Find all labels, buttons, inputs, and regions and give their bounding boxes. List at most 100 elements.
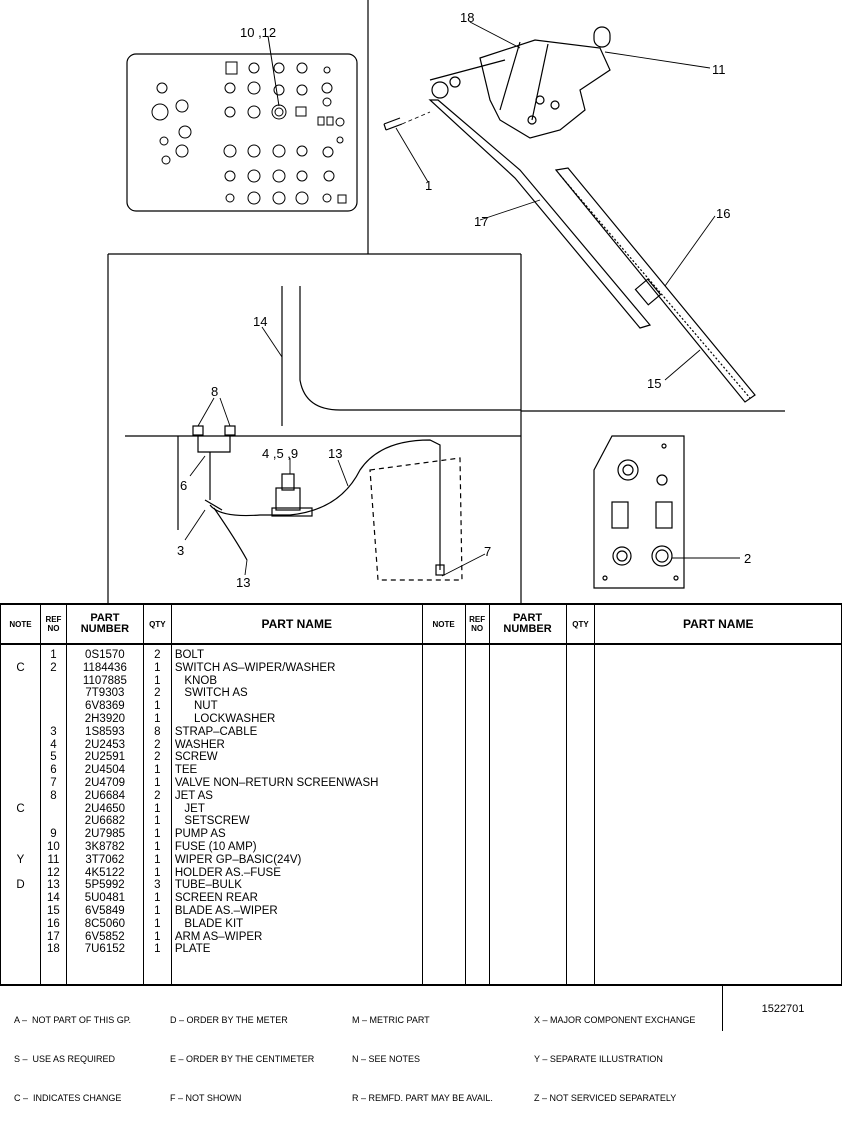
table-row-ref: 9: [50, 828, 57, 841]
callout-17: 17: [474, 214, 488, 229]
ref-column-right: [464, 644, 490, 984]
callout-3: 3: [177, 543, 184, 558]
callout-10-12: 10 ,12: [240, 25, 276, 40]
table-row-ref: 7: [50, 776, 57, 789]
table-row-pn: 5P5992: [85, 879, 125, 892]
table-row-qty: 1: [154, 904, 161, 917]
legend-item: D – ORDER BY THE METER: [170, 1015, 288, 1025]
table-row-note: C: [16, 661, 25, 674]
document-number: 1522701: [722, 986, 842, 1031]
table-row-qty: 1: [154, 802, 161, 815]
table-row-qty: 1: [154, 930, 161, 943]
table-row-note: [1, 726, 40, 739]
table-row-ref: 5: [50, 751, 57, 764]
table-row-qty: 2: [154, 687, 161, 700]
table-row-note: [1, 943, 40, 956]
table-row-note: [1, 867, 40, 880]
table-row-name: ARM AS–WIPER: [174, 930, 263, 943]
header-part-name: PART NAME: [170, 603, 423, 645]
table-row-qty: 1: [154, 866, 161, 879]
callout-2: 2: [744, 551, 751, 566]
table-row-note: [1, 739, 40, 752]
table-row-note: [1, 751, 40, 764]
table-row-qty: 1: [154, 764, 161, 777]
table-row-ref: 16: [47, 917, 60, 930]
legend-item: Y – SEPARATE ILLUSTRATION: [534, 1054, 663, 1064]
table-row-name: STRAP–CABLE: [174, 725, 258, 738]
table-row-ref: [41, 815, 66, 828]
table-row-name: FUSE (10 AMP): [174, 840, 257, 853]
table-row-pn: 4K5122: [85, 866, 125, 879]
callout-15: 15: [647, 376, 661, 391]
table-row-name: JET AS: [174, 789, 213, 802]
callout-7: 7: [484, 544, 491, 559]
callout-18: 18: [460, 10, 474, 25]
table-row-name: NUT: [174, 700, 218, 713]
table-row-pn: 1107885: [82, 674, 127, 687]
table-row-pn: 2U7985: [84, 828, 126, 841]
table-row-qty: 1: [154, 815, 161, 828]
qty-column-right: [565, 644, 596, 984]
table-row-pn: 2U2453: [84, 738, 126, 751]
legend-item: X – MAJOR COMPONENT EXCHANGE: [534, 1015, 696, 1025]
legend-item: A – NOT PART OF THIS GP.: [14, 1015, 132, 1025]
header-part-name-right: PART NAME: [594, 603, 842, 645]
table-row-note: [1, 918, 40, 931]
legend-item: R – REMFD. PART MAY BE AVAIL.: [352, 1093, 493, 1103]
legend-item: E – ORDER BY THE CENTIMETER: [170, 1054, 315, 1064]
table-row-qty: 1: [154, 943, 161, 956]
table-row-pn: 1S8593: [85, 725, 125, 738]
table-row-note: D: [16, 879, 25, 892]
fuse-panel-figure: [126, 35, 358, 212]
table-row-note: [1, 777, 40, 790]
table-row-ref: 15: [47, 904, 60, 917]
callout-11: 11: [712, 62, 726, 77]
table-row-name: SCREW: [174, 751, 218, 764]
table-row-pn: 2U2591: [84, 751, 126, 764]
table-row-qty: 1: [154, 776, 161, 789]
callout-8: 8: [211, 384, 218, 399]
legend-item: F – NOT SHOWN: [170, 1093, 242, 1103]
table-row-qty: 1: [154, 853, 161, 866]
table-row-ref: 4: [50, 738, 57, 751]
part-number-column-right: [488, 644, 567, 984]
table-row-qty: 1: [154, 674, 161, 687]
table-row-note: [1, 841, 40, 854]
callout-6: 6: [180, 478, 187, 493]
header-note-right: NOTE: [421, 603, 466, 645]
table-row-ref: [41, 700, 66, 713]
table-row-ref: 2: [50, 661, 57, 674]
table-row-qty: 1: [154, 840, 161, 853]
part-name-column-right: [594, 644, 842, 984]
table-row-name: BLADE KIT: [174, 917, 244, 930]
table-row-ref: 12: [47, 866, 60, 879]
table-row-pn: 5U0481: [84, 892, 126, 905]
table-row-note: [1, 675, 40, 688]
table-row-note: Y: [16, 853, 25, 866]
table-row-pn: 3T7062: [85, 853, 125, 866]
table-row-ref: 8: [50, 789, 57, 802]
table-row-name: SWITCH AS–WIPER/WASHER: [174, 661, 336, 674]
table-row-note: [1, 713, 40, 726]
table-row-ref: 10: [47, 840, 60, 853]
table-row-name: TEE: [174, 764, 198, 777]
table-row-qty: 8: [154, 725, 161, 738]
table-row-ref: 6: [50, 764, 57, 777]
table-row-qty: 2: [154, 789, 161, 802]
table-row-note: [1, 931, 40, 944]
callout-13-upper: 13: [328, 446, 342, 461]
table-row-name: SCREEN REAR: [174, 892, 258, 905]
table-row-ref: [41, 675, 66, 688]
table-row-note: [1, 905, 40, 918]
table-row-pn: 2U4504: [84, 764, 126, 777]
table-row-note: [1, 700, 40, 713]
table-row-qty: 1: [154, 661, 161, 674]
legend-col-4: X – MAJOR COMPONENT EXCHANGE Y – SEPARAT…: [534, 988, 695, 1131]
table-row-ref: [41, 803, 66, 816]
table-row-ref: 18: [47, 943, 60, 956]
table-row-qty: 1: [154, 917, 161, 930]
table-row-name: HOLDER AS.–FUSE: [174, 866, 281, 879]
